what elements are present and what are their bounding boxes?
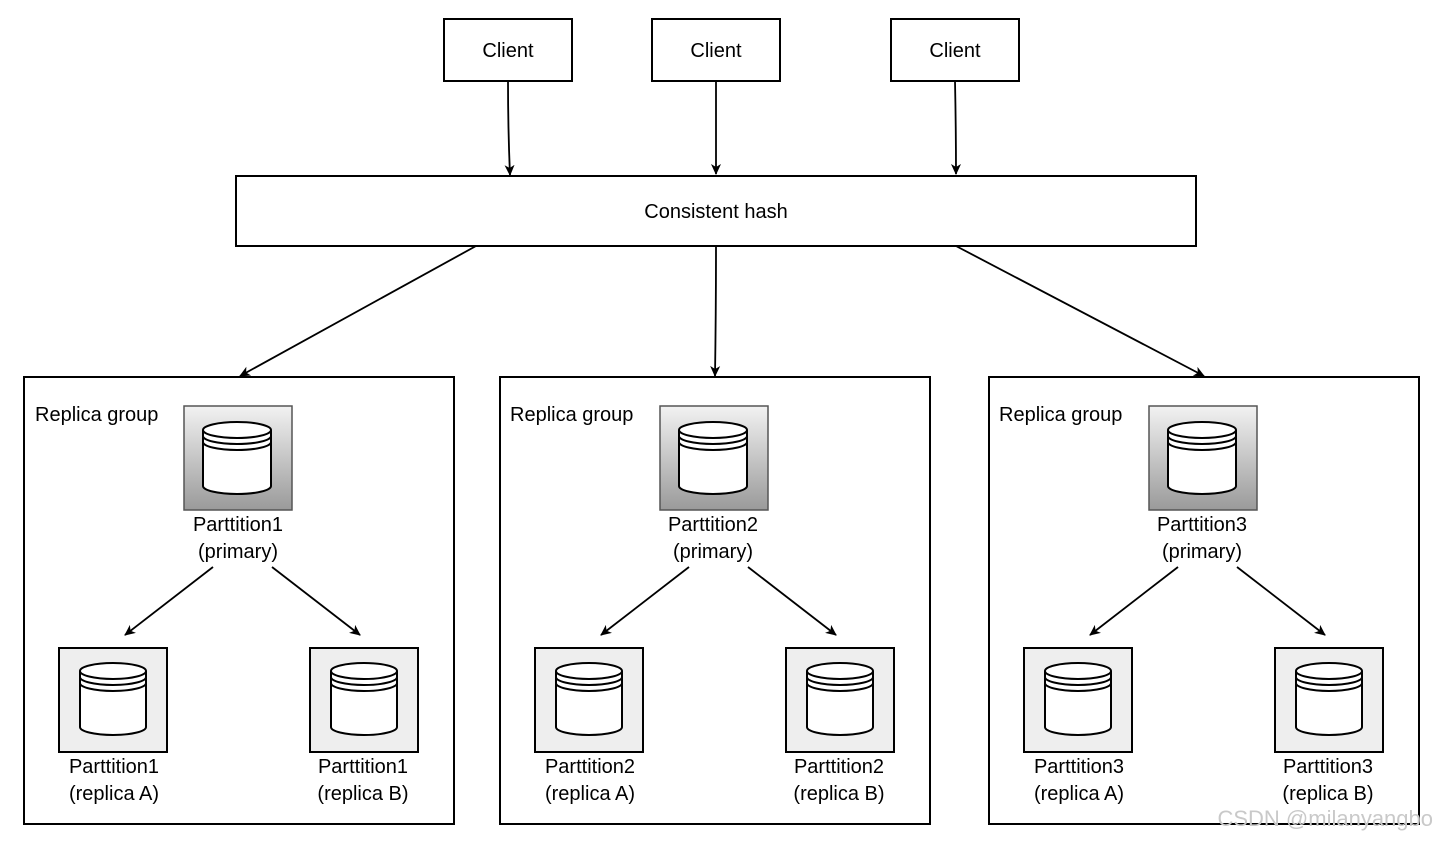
database-icon	[678, 421, 748, 495]
partition-name: Parttition2	[668, 514, 758, 536]
primary-partition-node: Parttition3 (primary)	[1148, 405, 1258, 563]
replication-arrow	[124, 566, 214, 636]
client-node: Client	[651, 18, 781, 82]
client-label: Client	[482, 40, 534, 62]
partition-name: Parttition2	[794, 756, 884, 778]
partition-role: (replica A)	[1034, 783, 1124, 805]
replica-partition-node: Parttition3 (replica B)	[1274, 647, 1384, 805]
database-icon	[1044, 662, 1112, 736]
partition-name: Parttition2	[545, 756, 635, 778]
database-icon	[330, 662, 398, 736]
replica-group-title: Replica group	[999, 404, 1122, 426]
replication-arrow	[271, 566, 361, 636]
replica-partition-node: Parttition3 (replica A)	[1023, 647, 1133, 805]
partition-role: (primary)	[673, 541, 753, 563]
partition-role: (replica A)	[545, 783, 635, 805]
primary-partition-node: Parttition2 (primary)	[659, 405, 769, 563]
partition-role: (replica A)	[69, 783, 159, 805]
partition-role: (replica B)	[317, 783, 408, 805]
primary-partition-node: Parttition1 (primary)	[183, 405, 293, 563]
replication-arrow	[1236, 566, 1326, 636]
client-node: Client	[443, 18, 573, 82]
database-icon	[79, 662, 147, 736]
partition-name: Parttition3	[1283, 756, 1373, 778]
hash-to-group-arrow	[955, 245, 1205, 377]
consistent-hash-node: Consistent hash	[235, 175, 1197, 247]
partition-name: Parttition3	[1034, 756, 1124, 778]
hash-to-group-arrow	[710, 245, 721, 377]
client-label: Client	[929, 40, 981, 62]
database-icon	[1167, 421, 1237, 495]
replication-arrow	[1089, 566, 1179, 636]
partition-name: Parttition1	[69, 756, 159, 778]
partition-name: Parttition3	[1157, 514, 1247, 536]
replication-arrow	[747, 566, 837, 636]
replica-partition-node: Parttition1 (replica B)	[309, 647, 419, 805]
client-label: Client	[690, 40, 742, 62]
consistent-hash-label: Consistent hash	[644, 201, 787, 223]
replica-partition-node: Parttition2 (replica B)	[785, 647, 895, 805]
database-icon	[202, 421, 272, 495]
client-to-hash-arrow	[950, 80, 961, 175]
replica-partition-node: Parttition2 (replica A)	[534, 647, 644, 805]
replication-arrow	[600, 566, 690, 636]
partition-role: (primary)	[198, 541, 278, 563]
partition-role: (replica B)	[793, 783, 884, 805]
replica-group-title: Replica group	[510, 404, 633, 426]
replica-group: Replica group Parttition1 (primary) Part	[23, 376, 455, 825]
client-to-hash-arrow	[504, 80, 515, 176]
partition-role: (primary)	[1162, 541, 1242, 563]
replica-group: Replica group Parttition3 (primary) Part	[988, 376, 1420, 825]
database-icon	[806, 662, 874, 736]
database-icon	[1295, 662, 1363, 736]
hash-to-group-arrow	[239, 245, 477, 377]
partition-name: Parttition1	[318, 756, 408, 778]
partition-role: (replica B)	[1282, 783, 1373, 805]
replica-partition-node: Parttition1 (replica A)	[58, 647, 168, 805]
database-icon	[555, 662, 623, 736]
replica-group: Replica group Parttition2 (primary) Part	[499, 376, 931, 825]
client-node: Client	[890, 18, 1020, 82]
watermark: CSDN @milanyangbo	[1217, 806, 1433, 831]
replica-group-title: Replica group	[35, 404, 158, 426]
partition-name: Parttition1	[193, 514, 283, 536]
